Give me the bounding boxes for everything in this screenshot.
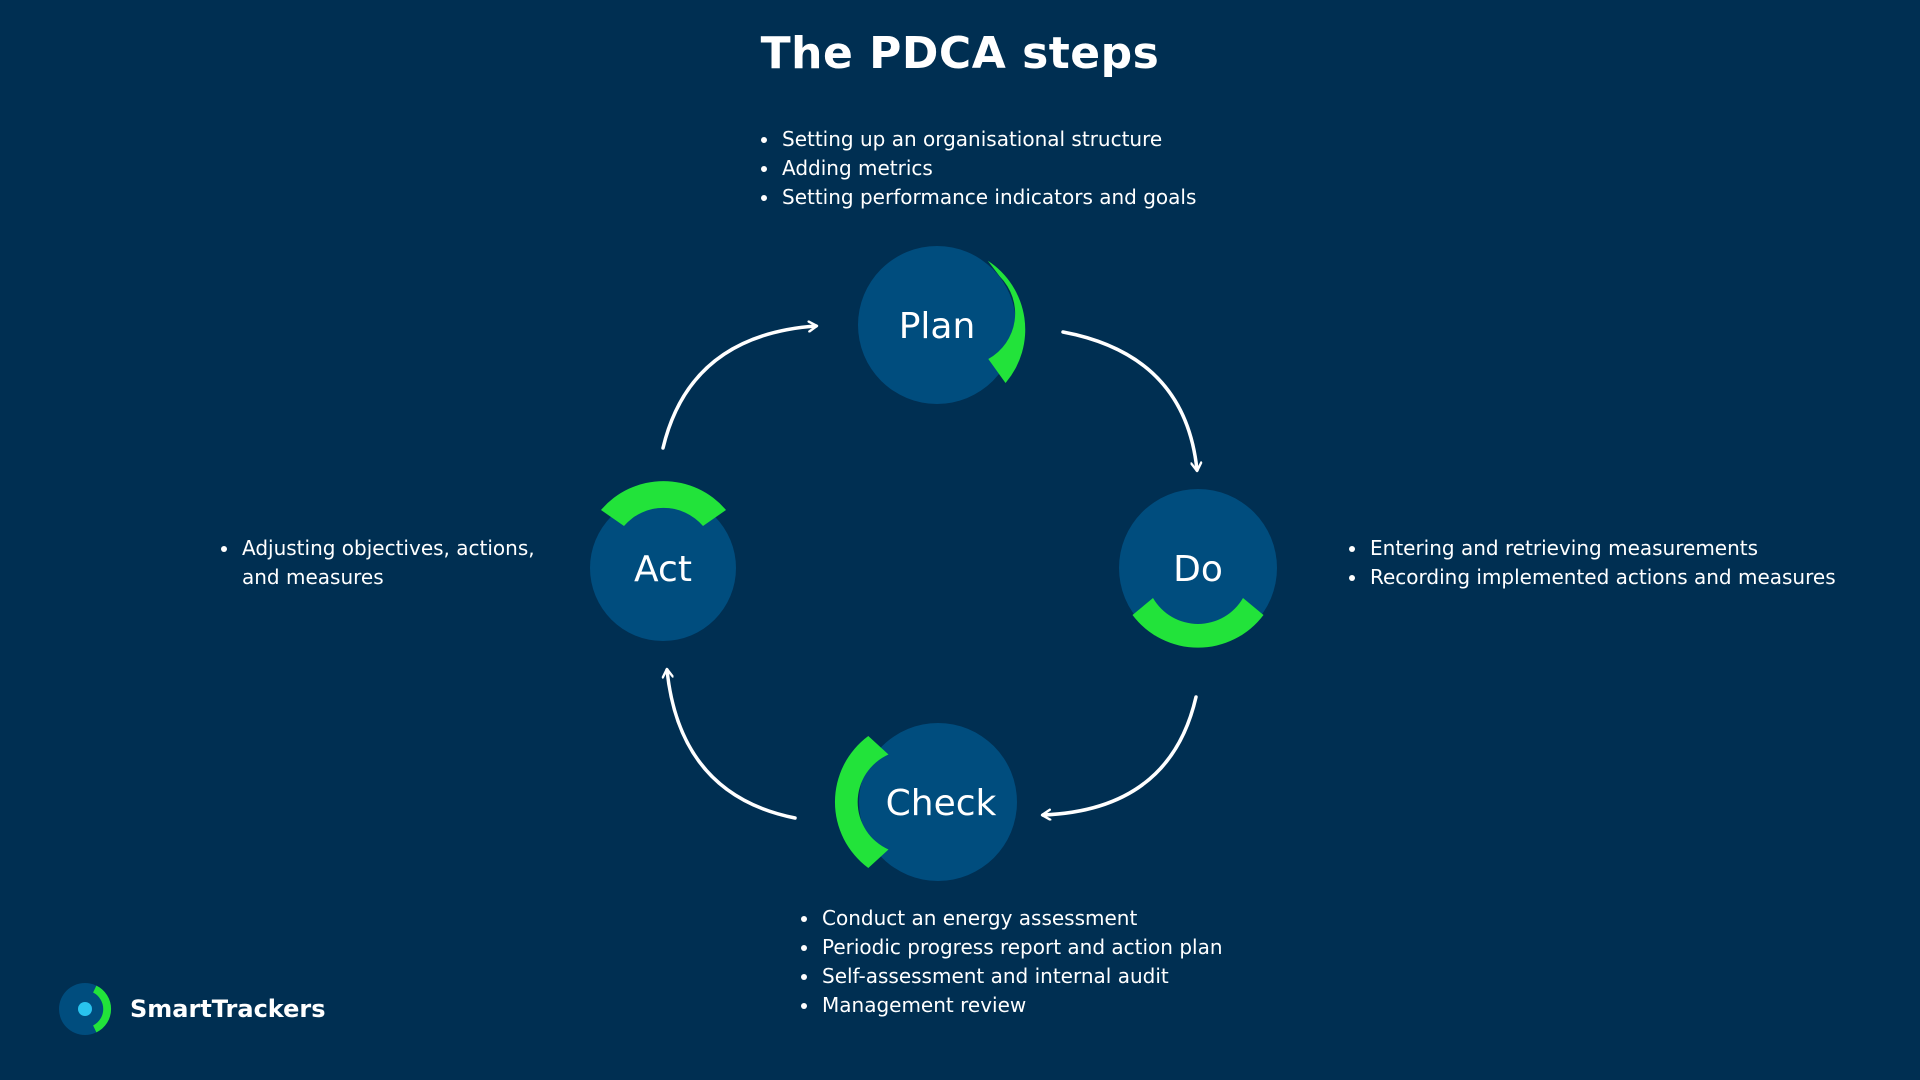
list-item: Setting performance indicators and goals [780, 183, 1196, 212]
act-bullet-list: Adjusting objectives, actions, and measu… [216, 534, 570, 592]
node-check-label: Check [886, 783, 997, 824]
list-item: Periodic progress report and action plan [820, 933, 1223, 962]
list-item: Self-assessment and internal audit [820, 962, 1223, 991]
node-do-accent-arc [1132, 598, 1264, 648]
node-check-circle [859, 723, 1017, 881]
node-do-label: Do [1173, 549, 1223, 590]
node-act-accent-arc [601, 481, 726, 526]
node-plan-accent-arc [987, 260, 1026, 383]
arrow-plan-to-do [1061, 330, 1197, 470]
node-do: Do [1119, 489, 1277, 648]
list-item: Setting up an organisational structure [780, 125, 1196, 154]
logo-wordmark: SmartTrackers [130, 995, 326, 1023]
node-plan-label: Plan [899, 306, 976, 347]
list-item: Conduct an energy assessment [820, 904, 1223, 933]
list-item: Recording implemented actions and measur… [1368, 563, 1836, 592]
check-bullet-list: Conduct an energy assessment Periodic pr… [796, 904, 1223, 1020]
node-act: Act [590, 481, 736, 641]
arrow-do-to-check [1043, 695, 1198, 815]
node-plan-circle [858, 246, 1016, 404]
page-title: The PDCA steps [760, 28, 1160, 79]
list-item: Adding metrics [780, 154, 1196, 183]
smarttrackers-logo-icon [59, 983, 112, 1035]
node-check: Check [834, 723, 1017, 881]
node-act-circle [590, 495, 736, 641]
logo: SmartTrackers [58, 982, 326, 1036]
do-bullet-list: Entering and retrieving measurements Rec… [1344, 534, 1836, 592]
node-act-label: Act [634, 549, 692, 590]
list-item: Management review [820, 991, 1223, 1020]
node-check-accent-arc [834, 736, 889, 868]
plan-bullet-list: Setting up an organisational structure A… [756, 125, 1196, 212]
arrow-act-to-plan [661, 326, 816, 450]
arrow-check-to-act [667, 670, 797, 820]
node-plan: Plan [858, 246, 1026, 404]
list-item: Adjusting objectives, actions, and measu… [240, 534, 570, 592]
list-item: Entering and retrieving measurements [1368, 534, 1836, 563]
